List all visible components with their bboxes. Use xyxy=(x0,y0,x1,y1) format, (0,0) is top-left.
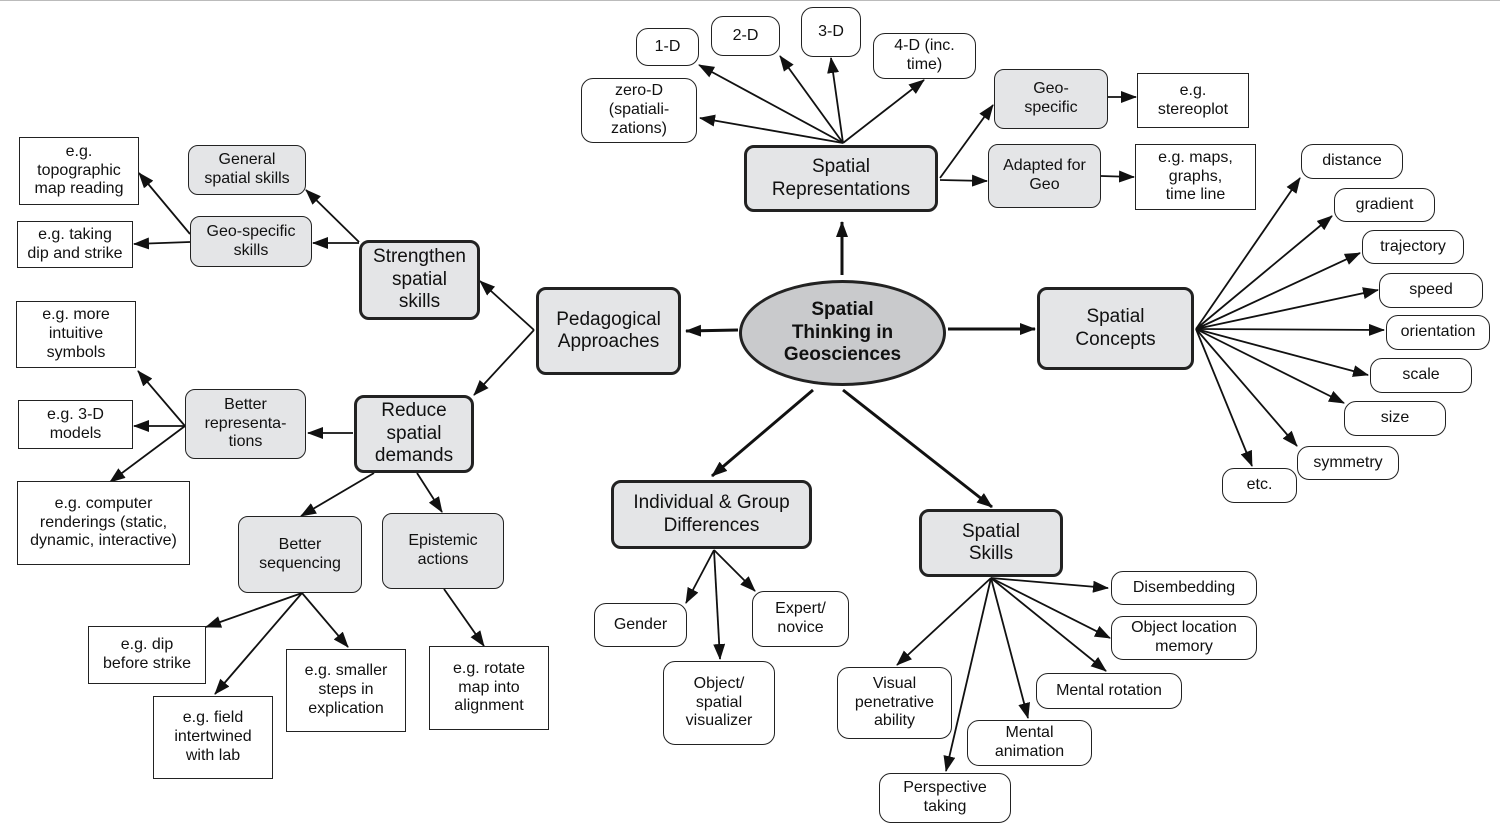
skill-mental-animation: Mental animation xyxy=(967,720,1092,766)
arrow-geo-specific-to-dip-strike xyxy=(133,237,191,250)
arrow-differences-to-expert xyxy=(713,549,756,592)
arrow-rep-to-geo-specific xyxy=(939,104,994,179)
arrow-concepts-to-speed xyxy=(1195,287,1379,330)
arrow-rep-to-one-d xyxy=(698,64,844,144)
pedagogical-approaches-node: Pedagogical Approaches xyxy=(536,287,681,375)
arrow-rep-to-three-d xyxy=(827,57,844,144)
strengthen-spatial-skills-node: Strengthen spatial skills xyxy=(359,240,480,320)
concept-etc: etc. xyxy=(1222,468,1297,503)
arrow-better-repr-to-renderings xyxy=(109,425,186,483)
rotate-map-example: e.g. rotate map into alignment xyxy=(429,646,549,730)
two-d-node: 2-D xyxy=(711,16,780,56)
better-sequencing-node: Better sequencing xyxy=(238,516,362,593)
concept-gradient: gradient xyxy=(1334,188,1435,222)
arrow-concepts-to-gradient xyxy=(1195,215,1333,330)
arrow-sequencing-to-field-lab xyxy=(214,592,303,695)
skill-visual-penetrative-ability: Visual penetrative ability xyxy=(837,667,952,739)
skill-perspective-taking: Perspective taking xyxy=(879,773,1011,823)
individual-group-differences-node: Individual & Group Differences xyxy=(611,480,812,549)
difference-expert-novice: Expert/ novice xyxy=(752,591,849,647)
better-representations-node: Better representa- tions xyxy=(185,389,306,459)
concept-symmetry: symmetry xyxy=(1297,446,1399,480)
spatial-representations-node: Spatial Representations xyxy=(744,145,938,212)
stereoplot-example: e.g. stereoplot xyxy=(1137,73,1249,128)
skill-mental-rotation: Mental rotation xyxy=(1036,673,1182,709)
arrow-strengthen-to-general xyxy=(305,189,360,243)
geo-specific-representation-node: Geo- specific xyxy=(994,69,1108,129)
arrow-pedagogical-to-strengthen xyxy=(479,280,535,331)
skill-disembedding: Disembedding xyxy=(1111,571,1257,605)
general-spatial-skills-node: General spatial skills xyxy=(188,145,306,195)
topographic-map-example: e.g. topographic map reading xyxy=(19,137,139,205)
smaller-steps-example: e.g. smaller steps in explication xyxy=(286,649,406,732)
dip-before-strike-example: e.g. dip before strike xyxy=(88,626,206,684)
arrow-concepts-to-trajectory xyxy=(1195,252,1361,330)
arrow-rep-to-adapted xyxy=(939,174,988,187)
arrow-better-repr-to-intuitive xyxy=(137,370,186,427)
dip-strike-example: e.g. taking dip and strike xyxy=(17,221,133,268)
concept-orientation: orientation xyxy=(1386,315,1490,350)
arrow-skills-to-perspective xyxy=(943,577,992,772)
arrow-adapted-to-maps xyxy=(1100,170,1135,183)
three-d-node: 3-D xyxy=(801,7,861,57)
arrow-rep-to-two-d xyxy=(779,55,844,144)
arrow-sequencing-to-smaller-steps xyxy=(301,592,349,648)
spatial-skills-node: Spatial Skills xyxy=(919,509,1063,577)
arrow-concepts-to-orientation xyxy=(1195,323,1385,336)
spatial-concepts-node: Spatial Concepts xyxy=(1037,287,1194,370)
arrow-concepts-to-symmetry xyxy=(1195,328,1298,447)
arrow-reduce-to-sequencing xyxy=(300,472,375,517)
arrow-center-to-skills xyxy=(842,388,993,509)
concept-scale: scale xyxy=(1370,358,1472,393)
zero-d-node: zero-D (spatiali- zations) xyxy=(581,78,697,143)
intuitive-symbols-example: e.g. more intuitive symbols xyxy=(16,301,136,368)
arrow-reduce-to-epistemic xyxy=(416,472,443,513)
arrow-center-to-pedagogical xyxy=(685,324,739,337)
arrow-concepts-to-distance xyxy=(1195,177,1301,330)
concept-size: size xyxy=(1344,401,1446,436)
reduce-spatial-demands-node: Reduce spatial demands xyxy=(354,395,474,473)
arrow-pedagogical-to-reduce xyxy=(473,329,535,396)
arrow-skills-to-mental-rotation xyxy=(990,577,1107,672)
concept-speed: speed xyxy=(1379,273,1483,308)
arrow-skills-to-disembedding xyxy=(990,577,1109,593)
arrow-rep-to-four-d xyxy=(842,79,925,144)
arrow-concepts-to-size xyxy=(1195,328,1345,404)
geo-specific-skills-node: Geo-specific skills xyxy=(190,216,312,267)
one-d-node: 1-D xyxy=(636,28,699,66)
arrow-sequencing-to-dip-before xyxy=(205,592,303,628)
arrow-differences-to-gender xyxy=(685,549,715,604)
arrow-skills-to-visual-penetrative xyxy=(896,577,992,666)
arrow-differences-to-object-spatial xyxy=(713,549,726,660)
difference-gender: Gender xyxy=(594,603,687,647)
top-border xyxy=(0,0,1500,1)
adapted-for-geo-node: Adapted for Geo xyxy=(988,144,1101,208)
arrow-concepts-to-scale xyxy=(1195,328,1369,377)
arrow-center-to-differences xyxy=(711,388,814,478)
center-node-spatial-thinking: Spatial Thinking in Geosciences xyxy=(739,280,946,386)
epistemic-actions-node: Epistemic actions xyxy=(382,513,504,589)
three-d-models-example: e.g. 3-D models xyxy=(18,400,133,449)
field-lab-example: e.g. field intertwined with lab xyxy=(153,696,273,779)
concept-trajectory: trajectory xyxy=(1362,230,1464,264)
difference-object-spatial-visualizer: Object/ spatial visualizer xyxy=(663,661,775,745)
arrow-epistemic-to-rotate-map xyxy=(443,588,485,647)
arrow-skills-to-object-location xyxy=(990,577,1111,639)
arrow-concepts-to-etc xyxy=(1195,328,1253,467)
arrow-skills-to-mental-animation xyxy=(990,577,1030,719)
maps-graphs-example: e.g. maps, graphs, time line xyxy=(1135,144,1256,210)
concept-distance: distance xyxy=(1301,144,1403,179)
computer-renderings-example: e.g. computer renderings (static, dynami… xyxy=(17,481,190,565)
arrow-rep-to-zero-d xyxy=(699,114,844,144)
arrow-geo-specific-to-topographic xyxy=(138,172,191,235)
four-d-node: 4-D (inc. time) xyxy=(873,33,976,79)
skill-object-location-memory: Object location memory xyxy=(1111,616,1257,660)
